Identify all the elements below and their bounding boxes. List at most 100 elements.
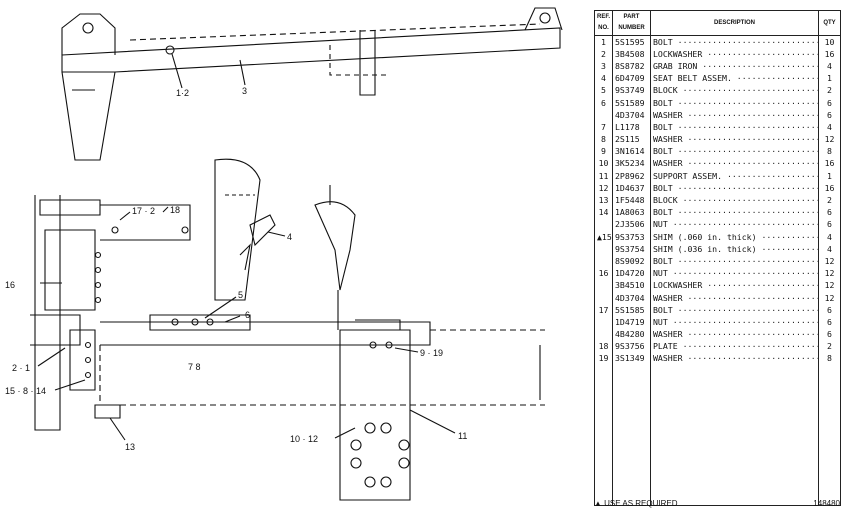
callout-15-8-14: 15 · 8 · 14 <box>5 386 46 396</box>
qty-cell: 6 <box>818 96 841 110</box>
part-number-cell: 5S1585 <box>612 304 651 317</box>
header-description: DESCRIPTION <box>650 10 819 36</box>
dot-leader: ········································… <box>677 36 819 47</box>
dot-leader: ········································… <box>682 85 819 96</box>
callout-5: 5 <box>238 290 243 300</box>
qty-cell: 12 <box>818 291 841 305</box>
ref-no-cell: 16 <box>594 267 613 280</box>
seat-belt <box>249 214 276 247</box>
ref-no-cell <box>594 243 613 256</box>
dot-leader: ········································… <box>687 158 818 169</box>
dot-leader: ········································… <box>707 48 817 59</box>
ref-no-cell <box>594 328 613 341</box>
ref-no-cell: 12 <box>594 182 613 195</box>
qty-cell: 12 <box>818 133 841 146</box>
ref-no-cell: 14 <box>594 206 613 219</box>
use-as-required-note: ▲ USE AS REQUIRED <box>594 499 678 508</box>
part-number-cell: 5S1589 <box>612 96 651 110</box>
callout-6: 6 <box>245 310 250 320</box>
part-number-cell: 9S3754 <box>612 243 651 256</box>
qty-cell: 2 <box>818 194 841 207</box>
qty-cell: 10 <box>818 35 841 49</box>
callout-18: 18 <box>170 205 180 215</box>
drawing-number: 148480 <box>813 499 840 508</box>
dot-leader: ········································… <box>682 195 819 206</box>
parts-list-header-row: REF. NO. PART NUMBER DESCRIPTION QTY <box>594 10 841 36</box>
description-cell: WASHER ·································… <box>650 157 819 171</box>
dot-leader: ········································… <box>702 60 817 71</box>
description-cell: BOLT ···································… <box>650 182 819 195</box>
description-cell: WASHER ·································… <box>650 133 819 146</box>
empty-cell <box>650 365 819 507</box>
part-number-cell: 3B4508 <box>612 48 651 61</box>
ref-no-cell: 13 <box>594 194 613 207</box>
qty-cell: 4 <box>818 243 841 256</box>
header-part-number: PART NUMBER <box>612 10 651 36</box>
qty-cell: 2 <box>818 84 841 97</box>
part-number-cell: 3B4510 <box>612 279 651 292</box>
ref-no-cell: 7 <box>594 121 613 134</box>
description-cell: WASHER ·································… <box>650 109 819 122</box>
qty-cell: 16 <box>818 157 841 171</box>
description-cell: BOLT ···································… <box>650 96 819 110</box>
callout-17-2: 17 · 2 <box>132 206 155 216</box>
part-number-cell: 9S3756 <box>612 340 651 353</box>
description-cell: BOLT ···································… <box>650 304 819 317</box>
callout-4: 4 <box>287 232 292 242</box>
dot-leader: ········································… <box>677 182 819 193</box>
grab-iron-bolt <box>165 45 175 55</box>
ref-no-cell: 6 <box>594 96 613 110</box>
empty-cell <box>818 365 841 507</box>
part-number-cell: 1D4719 <box>612 316 651 329</box>
part-number-cell: 4B4280 <box>612 328 651 341</box>
part-number-cell: 9S3749 <box>612 84 651 97</box>
description-cell: SHIM (.060 in. thick) ··················… <box>650 231 819 244</box>
part-number-cell: 4D3704 <box>612 109 651 122</box>
description-cell: GRAB IRON ······························… <box>650 60 819 73</box>
ref-no-cell: 5 <box>594 84 613 97</box>
description-cell: BLOCK ··································… <box>650 84 819 97</box>
qty-cell: 12 <box>818 279 841 292</box>
dot-leader: ········································… <box>687 353 818 364</box>
description-cell: BOLT ···································… <box>650 121 819 134</box>
callout-11: 11 <box>458 431 467 441</box>
callout-3: 3 <box>242 86 247 96</box>
ref-no-cell: 10 <box>594 157 613 171</box>
description-cell: WASHER ·································… <box>650 291 819 305</box>
callout-1-2: 1·2 <box>176 88 189 98</box>
dot-leader: ········································… <box>736 73 818 84</box>
part-number-cell: 3K5234 <box>612 157 651 171</box>
description-cell: NUT ····································… <box>650 267 819 280</box>
part-number-cell: 2S115 <box>612 133 651 146</box>
dot-leader: ········································… <box>677 121 819 132</box>
qty-cell: 16 <box>818 182 841 195</box>
description-cell: SHIM (.036 in. thick) ··················… <box>650 243 819 256</box>
header-ref-no: REF. NO. <box>594 10 613 36</box>
dot-leader: ········································… <box>677 97 819 108</box>
qty-cell: 16 <box>818 48 841 61</box>
part-number-cell: 2J3506 <box>612 218 651 231</box>
ref-no-cell: 9 <box>594 145 613 158</box>
dot-leader: ········································… <box>687 134 818 145</box>
ref-no-cell: 3 <box>594 60 613 73</box>
ref-no-cell: 19 <box>594 352 613 366</box>
ref-no-cell <box>594 316 613 329</box>
part-number-cell: 1D4637 <box>612 182 651 195</box>
ref-no-cell <box>594 255 613 268</box>
description-cell: PLATE ··································… <box>650 340 819 353</box>
